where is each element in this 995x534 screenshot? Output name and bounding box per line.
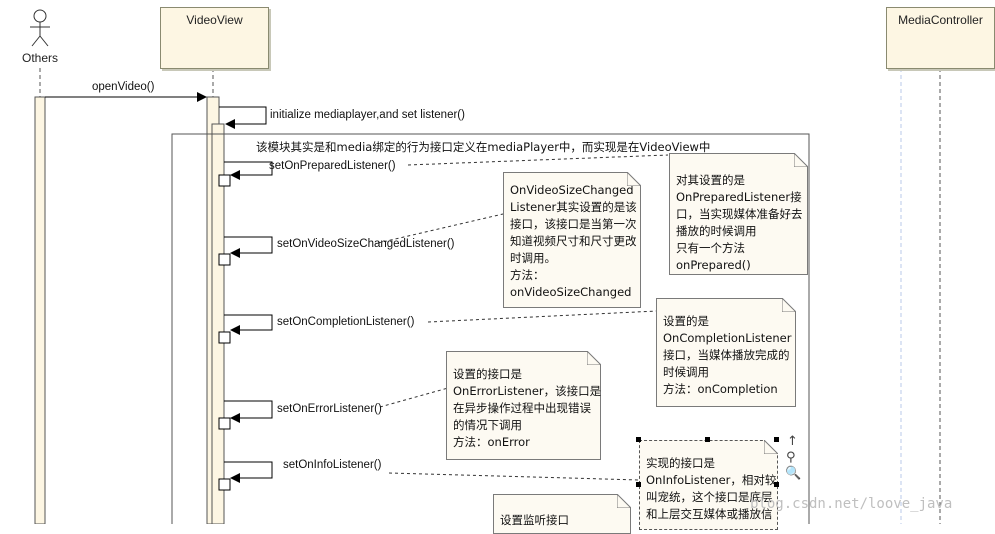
completion-activation: [218, 331, 231, 344]
selection-handle-tm[interactable]: [705, 437, 710, 442]
selection-handle-tl[interactable]: [636, 437, 641, 442]
message-set-completion[interactable]: setOnCompletionListener(): [277, 316, 415, 328]
message-initialize[interactable]: initialize mediaplayer,and set listener(…: [270, 109, 465, 121]
note-error-text: 设置的接口是 OnErrorListener，该接口是在异步操作过程中出现错误的情…: [453, 358, 602, 451]
note-line: 叫宠统，这个接口是底层: [646, 490, 773, 504]
note-line: 播放的时候调用: [676, 224, 757, 238]
note-line: 实现的接口是: [646, 456, 715, 470]
note-connector-frame: [407, 154, 669, 166]
note-line: 接口，该接口是当第一次: [510, 217, 637, 231]
selection-handle-tr[interactable]: [774, 437, 779, 442]
note-listener-text: 设置监听接口: [500, 501, 624, 529]
size-changed-self-call: [224, 236, 273, 258]
note-line: OnErrorListener，该接口是: [453, 384, 602, 398]
note-completion[interactable]: 设置的是 OnCompletionListener 接口，当媒体播放完成的时候调用方…: [656, 298, 796, 407]
error-self-call: [224, 400, 273, 423]
note-line: 时候调用: [663, 365, 709, 379]
link-icon[interactable]: ⚲: [786, 450, 796, 465]
note-line: 方法：onError: [453, 435, 530, 449]
note-connector-info: [388, 472, 641, 481]
message-set-size-changed[interactable]: setOnVideoSizeChangedListener(): [277, 238, 455, 250]
initialize-self-call: [219, 106, 267, 129]
note-line: 只有一个方法: [676, 241, 745, 255]
message-set-info[interactable]: setOnInfoListener(): [283, 459, 382, 471]
error-activation: [218, 417, 231, 430]
lifeline-header-mediacontroller[interactable]: MediaController: [886, 7, 995, 69]
completion-self-call: [224, 314, 273, 335]
lifeline-header-videoview[interactable]: VideoView: [160, 7, 269, 69]
zoom-icon[interactable]: 🔍: [785, 466, 802, 481]
note-error[interactable]: 设置的接口是 OnErrorListener，该接口是在异步操作过程中出现错误的情…: [446, 351, 601, 460]
note-listener[interactable]: 设置监听接口: [493, 494, 631, 534]
note-line: 设置监听接口: [500, 513, 569, 527]
message-set-prepared[interactable]: setOnPreparedListener(): [269, 160, 396, 172]
note-info[interactable]: 实现的接口是 OnInfoListener，相对较叫宠统，这个接口是底层和上层交互…: [639, 440, 778, 530]
activation-others: [34, 96, 46, 524]
message-set-error[interactable]: setOnErrorListener(): [277, 403, 382, 415]
note-line: 接口，当媒体播放完成的: [663, 348, 790, 362]
note-line: OnVideoSizeChanged: [510, 183, 634, 197]
info-self-call: [224, 461, 273, 483]
move-up-icon[interactable]: ↑: [787, 434, 798, 449]
note-line: 知道视频尺寸和尺寸更改: [510, 234, 637, 248]
lifeline-label-videoview: VideoView: [186, 13, 243, 27]
note-line: 和上层交互媒体或播放信: [646, 507, 773, 521]
lifeline-label-mediacontroller: MediaController: [898, 13, 983, 27]
fragment-frame: [171, 133, 810, 524]
note-line: 方法：: [510, 268, 545, 282]
prepared-self-call: [224, 161, 273, 180]
prepared-activation: [218, 174, 231, 187]
note-line: 设置的是: [663, 314, 709, 328]
selection-handle-ml[interactable]: [636, 482, 641, 487]
actor-label-others: Others: [22, 51, 59, 65]
note-line: 时调用。: [510, 251, 556, 265]
note-line: Listener其实设置的是该: [510, 200, 637, 214]
note-line: 口，当实现媒体准备好去: [676, 207, 803, 221]
size-changed-activation: [218, 253, 231, 266]
note-line: OnPreparedListener接: [676, 190, 802, 204]
note-info-text: 实现的接口是 OnInfoListener，相对较叫宠统，这个接口是底层和上层交互…: [646, 447, 777, 523]
note-connector-completion: [427, 310, 658, 323]
fragment-label: 该模块其实是和media绑定的行为接口定义在mediaPlayer中，而实现是在…: [256, 140, 711, 154]
note-line: onPrepared(): [676, 258, 751, 272]
note-prepared[interactable]: 对其设置的是 OnPreparedListener接口，当实现媒体准备好去播放的时…: [669, 153, 808, 275]
note-line: onVideoSizeChanged: [510, 285, 632, 299]
note-line: 在异步操作过程中出现错误: [453, 401, 591, 415]
note-line: 方法：onCompletion: [663, 382, 778, 396]
selection-handle-mr[interactable]: [774, 482, 779, 487]
info-activation: [218, 478, 231, 491]
note-line: 设置的接口是: [453, 367, 522, 381]
note-line: OnCompletionListener: [663, 331, 792, 345]
note-line: 的情况下调用: [453, 418, 522, 432]
note-prepared-text: 对其设置的是 OnPreparedListener接口，当实现媒体准备好去播放的时…: [676, 160, 803, 274]
watermark: blog.csdn.net/loove_java: [750, 496, 953, 512]
message-open-video[interactable]: openVideo(): [92, 81, 155, 93]
note-line: 对其设置的是: [676, 173, 745, 187]
note-completion-text: 设置的是 OnCompletionListener 接口，当媒体播放完成的时候调用方…: [663, 305, 792, 398]
note-line: OnInfoListener，相对较: [646, 473, 777, 487]
note-connector-error: [379, 387, 449, 408]
actor-icon: [30, 9, 50, 47]
